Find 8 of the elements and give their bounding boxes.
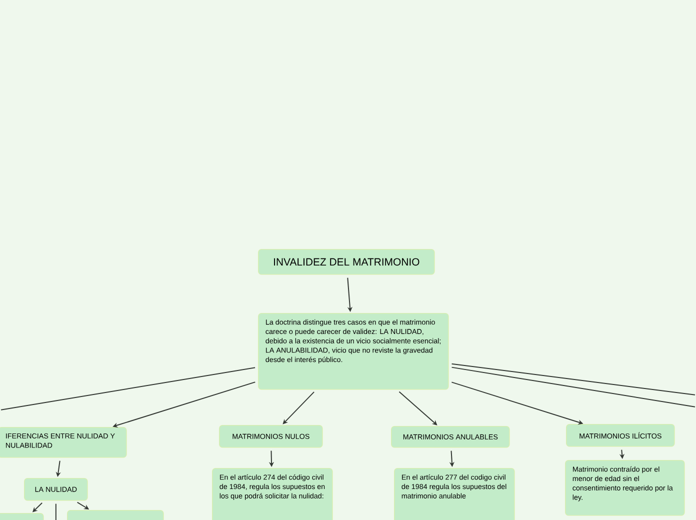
empty-box xyxy=(67,510,164,520)
arrow xyxy=(398,391,438,426)
title-box: INVALIDEZ DEL MATRIMONIO xyxy=(258,248,435,275)
connector-line xyxy=(451,366,696,408)
connector-line xyxy=(451,363,696,396)
arrow xyxy=(282,391,315,424)
empty-box xyxy=(0,513,44,520)
connector-line xyxy=(0,367,256,410)
